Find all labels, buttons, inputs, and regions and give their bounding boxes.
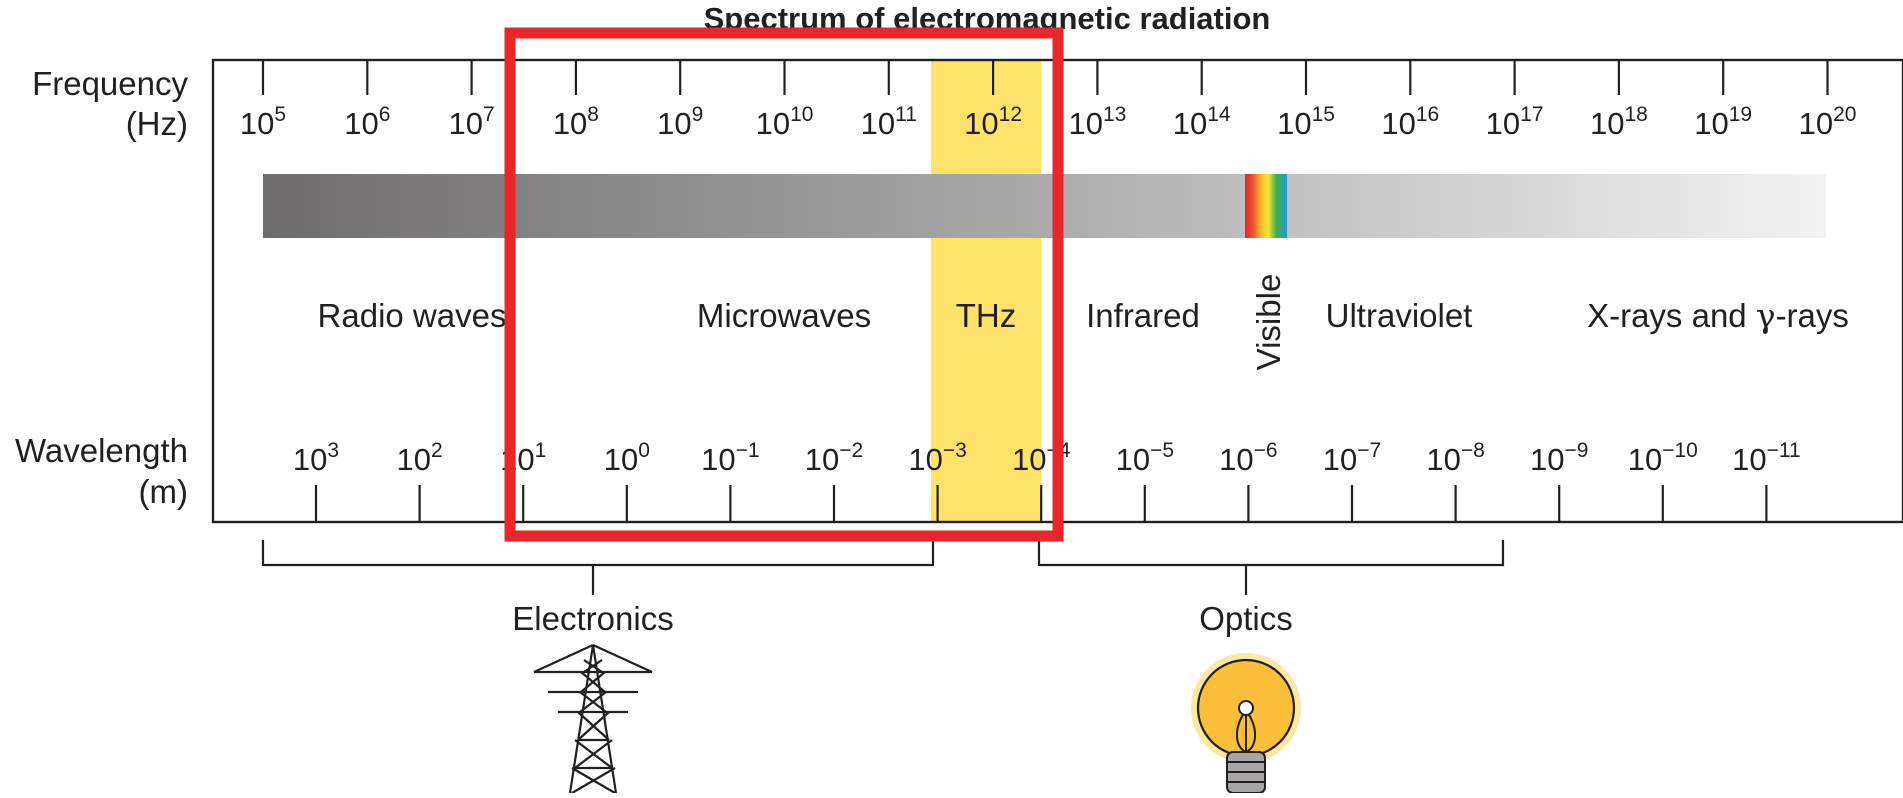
- wavelength-tick-label: 10−10: [1628, 439, 1698, 477]
- wavelength-tick-label: 10−9: [1530, 439, 1588, 477]
- wavelength-tick-label: 10−8: [1426, 439, 1484, 477]
- frequency-tick-label: 1016: [1381, 103, 1439, 141]
- wavelength-tick-label: 10−11: [1732, 439, 1801, 477]
- frequency-tick-label: 1010: [756, 103, 814, 141]
- wavelength-tick-label: 100: [604, 439, 650, 477]
- band-label-ultraviolet: Ultraviolet: [1326, 297, 1473, 334]
- frequency-axis-unit: (Hz): [126, 105, 188, 142]
- wavelength-tick-label: 10−1: [701, 439, 759, 477]
- wavelength-tick-label: 102: [397, 439, 443, 477]
- wavelength-axis-label: Wavelength: [15, 432, 188, 469]
- band-label-radio: Radio waves: [318, 297, 507, 334]
- electronics-bracket: [261, 540, 935, 595]
- visible-rainbow-band: [1245, 174, 1287, 238]
- frequency-tick-label: 1017: [1486, 103, 1544, 141]
- wavelength-tick-label: 10−3: [908, 439, 966, 477]
- frequency-tick-label: 108: [553, 103, 599, 141]
- frequency-tick-label: 106: [344, 103, 390, 141]
- frequency-tick-label: 1018: [1590, 103, 1648, 141]
- frequency-tick-label: 105: [240, 103, 286, 141]
- band-label-thz: THz: [956, 297, 1017, 334]
- light-bulb-icon: [1191, 653, 1301, 794]
- wavelength-axis-unit: (m): [139, 473, 188, 510]
- frequency-tick-label: 1012: [964, 103, 1022, 141]
- frequency-tick-label: 1014: [1173, 103, 1231, 141]
- spectrum-bar: [263, 174, 1826, 238]
- frequency-tick-label: 109: [657, 103, 703, 141]
- wavelength-tick-label: 10−2: [805, 439, 863, 477]
- wavelength-tick-label: 10−5: [1116, 439, 1174, 477]
- frequency-tick-label: 107: [449, 103, 495, 141]
- band-label-microwaves: Microwaves: [697, 297, 871, 334]
- frequency-tick-label: 1011: [861, 103, 917, 141]
- frequency-tick-label: 1013: [1068, 103, 1126, 141]
- band-label-visible: Visible: [1250, 274, 1287, 371]
- frequency-tick-label: 1015: [1277, 103, 1335, 141]
- frequency-axis-label: Frequency: [32, 65, 188, 102]
- frequency-tick-label: 1019: [1694, 103, 1752, 141]
- optics-label: Optics: [1199, 600, 1293, 637]
- wavelength-tick-label: 10−7: [1323, 439, 1381, 477]
- thz-highlight-band: [931, 60, 1041, 522]
- band-label-xrays: X-rays and γ-rays: [1587, 296, 1849, 335]
- optics-bracket: [1037, 540, 1505, 595]
- wavelength-tick-label: 103: [293, 439, 339, 477]
- band-label-infrared: Infrared: [1086, 297, 1200, 334]
- frequency-tick-label: 1020: [1799, 103, 1857, 141]
- wavelength-tick-label: 10−6: [1219, 439, 1277, 477]
- electronics-label: Electronics: [512, 600, 673, 637]
- power-transmission-tower-icon: [533, 643, 653, 794]
- frequency-ticks: 105 106 107 108 109 1010 1011 1012 1013 1014 1015 1…: [240, 60, 1857, 141]
- selection-box: [504, 27, 1064, 542]
